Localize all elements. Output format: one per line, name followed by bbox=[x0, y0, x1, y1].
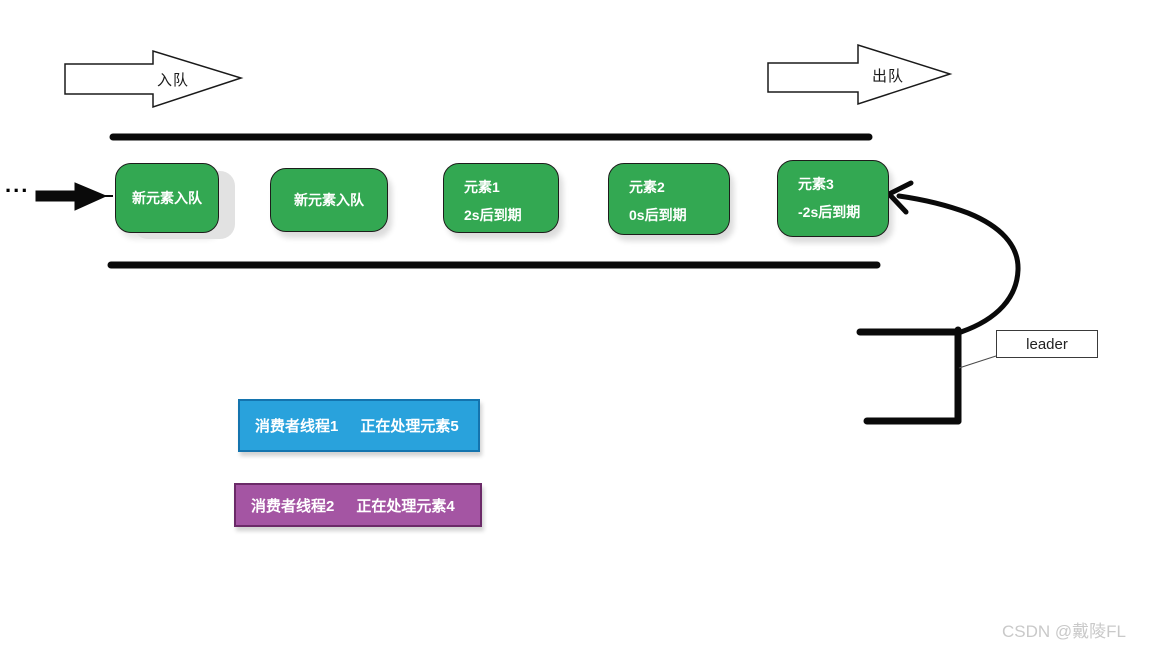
leader-curve-arrow bbox=[896, 193, 1021, 335]
leader-callout-line bbox=[958, 355, 997, 369]
consumer-thread-name: 消费者线程1 bbox=[255, 418, 339, 435]
queue-element-expiry: -2s后到期 bbox=[798, 204, 861, 220]
queue-element-expiry: 2s后到期 bbox=[464, 207, 522, 223]
queue-element-new-2: 新元素入队 bbox=[270, 168, 388, 232]
incoming-arrow-icon bbox=[35, 182, 108, 211]
queue-element-label: 新元素入队 bbox=[294, 192, 364, 208]
consumer-thread-2-box: 消费者线程2 正在处理元素4 bbox=[234, 483, 482, 527]
queue-element-2: 元素2 0s后到期 bbox=[608, 163, 730, 235]
consumer-thread-name: 消费者线程2 bbox=[251, 497, 335, 515]
dequeue-arrow-shape bbox=[767, 43, 953, 106]
queue-element-label: 新元素入队 bbox=[132, 190, 202, 206]
enqueue-arrow-shape bbox=[64, 49, 244, 109]
watermark: CSDN @戴陵FL bbox=[1002, 622, 1126, 641]
consumer-thread-task: 正在处理元素5 bbox=[360, 418, 459, 435]
queue-element-new-1: 新元素入队 bbox=[115, 163, 219, 233]
queue-element-name: 元素1 bbox=[464, 179, 500, 195]
leader-label: leader bbox=[1026, 335, 1068, 353]
queue-element-expiry: 0s后到期 bbox=[629, 207, 687, 223]
consumer-thread-1-box: 消费者线程1 正在处理元素5 bbox=[238, 399, 480, 452]
queue-element-name: 元素2 bbox=[629, 179, 665, 195]
leader-curve-arrowhead-icon bbox=[886, 180, 914, 215]
queue-element-name: 元素3 bbox=[798, 176, 834, 192]
consumer-thread-task: 正在处理元素4 bbox=[356, 497, 455, 515]
enqueue-arrow-label: 入队 bbox=[157, 72, 190, 89]
queue-element-1: 元素1 2s后到期 bbox=[443, 163, 559, 233]
queue-element-3: 元素3 -2s后到期 bbox=[777, 160, 889, 237]
more-elements-ellipsis: ... bbox=[5, 172, 30, 197]
dequeue-arrow-label: 出队 bbox=[872, 68, 905, 85]
leader-label-box: leader bbox=[996, 330, 1098, 358]
